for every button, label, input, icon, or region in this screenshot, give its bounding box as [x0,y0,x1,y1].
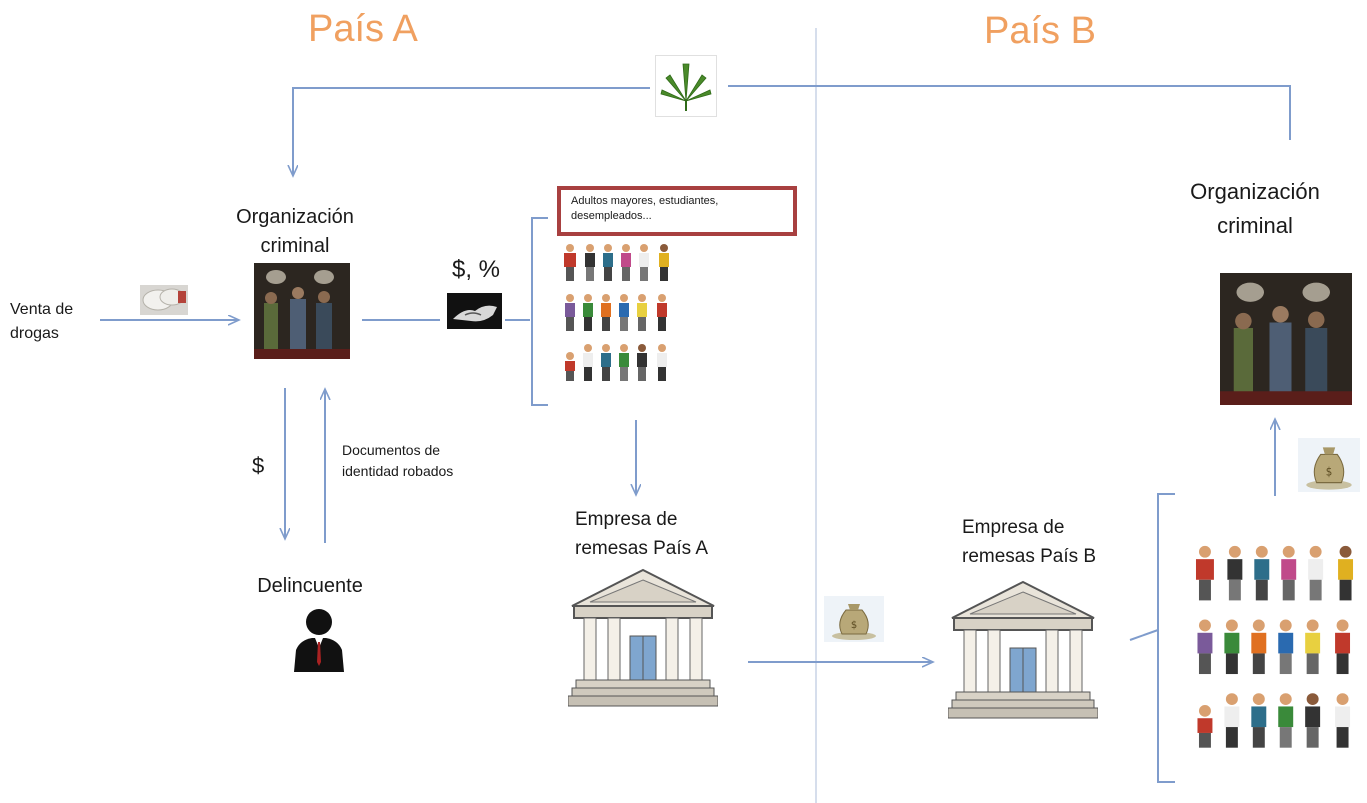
drug-bundle-icon [140,285,188,315]
return-arrow-left [293,87,650,175]
delincuente-label: Delincuente [257,575,363,597]
people-row-2 [565,294,667,331]
bracket-b-tick [1129,629,1159,641]
bank-building-icon-b [947,578,1099,726]
return-line-right [728,85,1291,140]
criminal-group-photo-a [254,263,350,359]
svg-text:$: $ [851,620,857,631]
dollar-label: $ [252,453,265,478]
bracket-group-b [1157,493,1175,783]
org-b-label: Organización criminal [1190,179,1320,238]
businessman-silhouette-icon [292,606,346,672]
people-row-1 [564,244,669,281]
people-group-icon-a [560,240,675,388]
people-row-3 [565,344,667,381]
empresa-b-label: Empresa de remesas País B [962,517,1097,567]
money-bag-icon-transfer: $ [824,596,884,642]
cannabis-leaf-icon [655,55,717,117]
empresa-a-label: Empresa de remesas País A [575,509,709,559]
people-group-icon-b [1190,540,1362,758]
bank-building-icon-a [567,566,719,714]
country-a-title: País A [308,8,418,50]
documentos-label: Documentos de identidad robados [342,442,454,479]
country-b-title: País B [984,10,1096,52]
money-bag-icon-receive: $ [1298,438,1360,492]
venta-drogas-label: Venta de drogas [10,301,74,342]
org-a-label: Organización criminal [236,206,354,257]
money-percent-label: $, % [452,256,501,283]
criminal-group-photo-b [1220,273,1352,405]
svg-text:$: $ [1326,465,1333,479]
group-description-box: Adultos mayores, estudiantes, desemplead… [557,186,797,236]
handshake-icon [447,293,502,329]
bracket-group-a [531,217,548,406]
